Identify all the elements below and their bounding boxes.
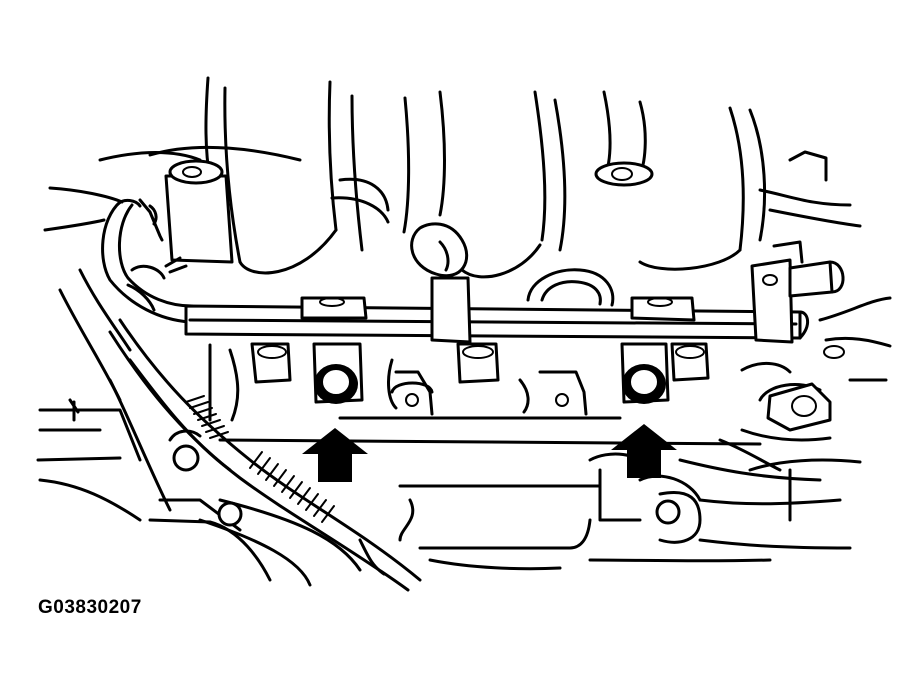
left-manifold-boss (164, 159, 234, 264)
right-side-components (740, 296, 892, 522)
fuel-rail (184, 222, 845, 344)
fuel-injectors (250, 342, 710, 384)
callout-arrow-left (302, 428, 368, 482)
figure-id-label: G03830207 (38, 597, 142, 618)
fuel-hose (43, 186, 194, 324)
right-manifold-boss (594, 161, 654, 187)
callout-arrow-right (611, 424, 677, 478)
wire-harness (108, 318, 422, 592)
right-mounting-bolt (620, 342, 670, 404)
intake-manifold (98, 76, 862, 279)
cylinder-head (198, 343, 852, 587)
left-mounting-bolt (312, 342, 364, 404)
